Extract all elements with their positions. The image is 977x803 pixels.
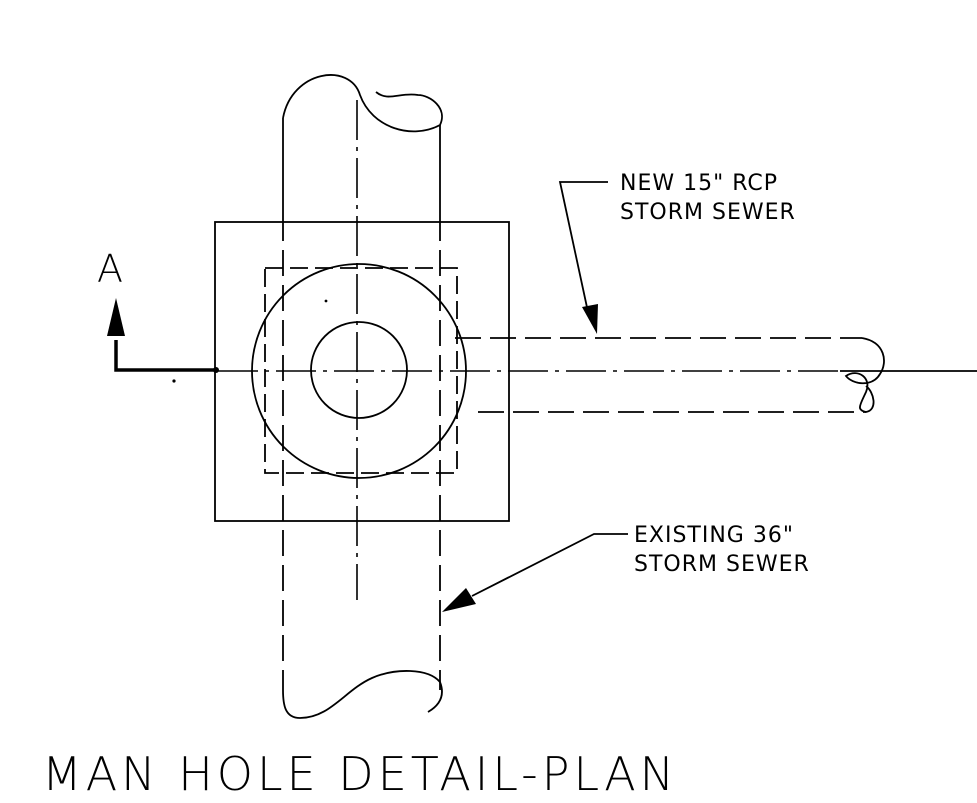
drawing-title: MAN HOLE DETAIL-PLAN — [42, 747, 678, 801]
pipe-top-break — [282, 74, 443, 133]
callout-existing-sewer: EXISTING 36" STORM SEWER — [442, 523, 810, 612]
new-15-rcp-pipe — [455, 337, 885, 413]
existing-36-pipe — [282, 74, 443, 719]
callout-new-sewer-arrow-icon — [582, 304, 598, 334]
scan-speck — [172, 379, 176, 383]
callout-new-sewer: NEW 15" RCP STORM SEWER — [558, 171, 796, 334]
section-marker-letter: A — [97, 247, 123, 291]
callout-new-sewer-line1: NEW 15" RCP — [620, 171, 778, 196]
callout-existing-sewer-leader — [471, 533, 628, 597]
pipe-bottom-break — [282, 670, 443, 719]
callout-existing-sewer-line2: STORM SEWER — [634, 552, 810, 577]
callout-new-sewer-line2: STORM SEWER — [620, 200, 796, 225]
callout-existing-sewer-arrow-icon — [442, 588, 476, 612]
callout-existing-sewer-line1: EXISTING 36" — [634, 523, 794, 548]
manhole-opening — [310, 321, 408, 419]
section-marker-a: A — [97, 247, 219, 373]
section-marker-line — [114, 340, 218, 372]
section-marker-dot — [213, 367, 219, 373]
section-arrow-icon — [107, 298, 125, 336]
scan-speck — [324, 299, 328, 303]
callout-new-sewer-leader — [558, 181, 608, 313]
new-pipe-break — [844, 337, 885, 413]
